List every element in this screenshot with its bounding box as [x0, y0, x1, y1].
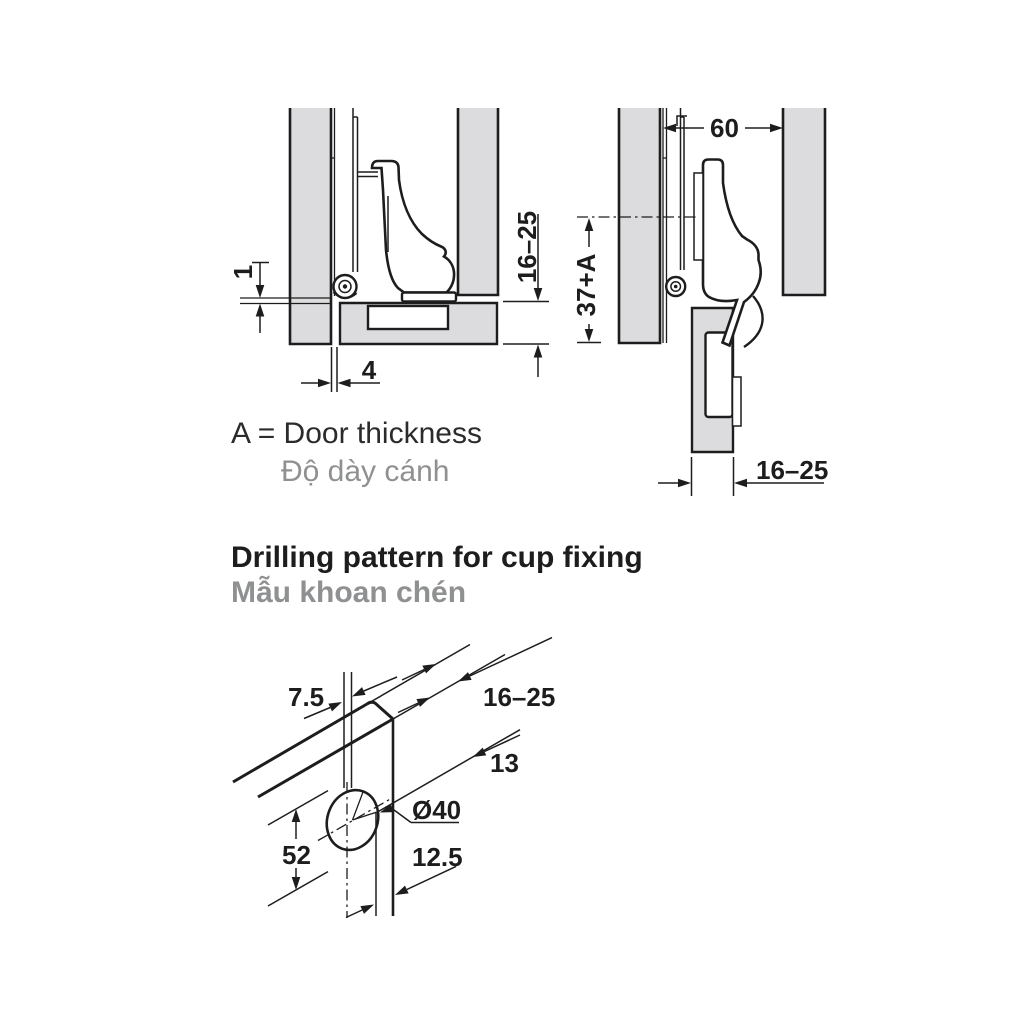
dim-panel-thickness: 16–25 — [503, 211, 549, 377]
hinge-cup-pivot — [665, 275, 687, 298]
gap-lines — [240, 297, 332, 305]
dim-label-gap: 1 — [228, 265, 258, 279]
cup-recess — [366, 304, 450, 331]
hinge-arm — [701, 158, 762, 348]
dim-label-door-thickness: 16–25 — [756, 455, 828, 485]
door-edge-lines — [331, 108, 336, 296]
dim-label-arm-height: 37+A — [571, 253, 601, 316]
dim-label-screw-spacing: 52 — [282, 840, 311, 870]
cup-flange — [731, 376, 742, 427]
hinge-arm — [370, 159, 456, 294]
cabinet-side-panel — [458, 108, 498, 295]
closed-position-view: 1 4 16–25 — [228, 108, 549, 392]
hole-edge-iso-line — [377, 729, 521, 813]
edge-lines — [662, 108, 668, 343]
dim-label-cup-edge-distance: 13 — [490, 748, 519, 778]
dim-label-door-thickness-iso: 16–25 — [483, 682, 555, 712]
cabinet-side-outline — [456, 108, 500, 297]
mounting-plate — [352, 108, 378, 272]
cabinet-front-outline — [781, 108, 827, 297]
dim-reveal-4: 4 — [301, 347, 380, 392]
dim-label-drilling-distance: 60 — [710, 113, 739, 143]
mounting-plate — [676, 108, 687, 270]
hinge-cup-pivot — [332, 273, 358, 300]
dim-label-reveal: 4 — [362, 355, 377, 385]
dim-door-thickness-iso: 16–25 — [401, 636, 555, 712]
cabinet-side-outline — [617, 108, 662, 345]
dim-cup-diameter: Ø40 — [380, 795, 461, 825]
dim-arm-height-37A: 37+A — [571, 216, 697, 344]
dim-gap-1: 1 — [228, 261, 269, 333]
door-thickness-note-en: A = Door thickness — [231, 417, 482, 450]
cabinet-bottom-outline — [338, 301, 499, 346]
dim-drilling-distance-60: 60 — [663, 113, 783, 143]
arm-tail-curve — [743, 295, 764, 348]
dim-label-cup-diameter: Ø40 — [412, 795, 461, 825]
section-heading-vi: Mẫu khoan chén — [231, 576, 467, 609]
dim-cup-center-distance: 12.5 — [345, 842, 463, 919]
dim-label-panel-thickness: 16–25 — [512, 211, 542, 283]
cabinet-front-panel — [783, 108, 825, 295]
open-position-view: 60 37+A 16–25 — [571, 108, 828, 496]
dim-label-cup-center-distance: 12.5 — [412, 842, 463, 872]
dim-screw-spacing: 52 — [267, 789, 329, 907]
door-panel-outline — [288, 108, 333, 346]
hinge-baseplate — [400, 291, 458, 303]
dim-cup-edge-distance: 13 — [397, 697, 521, 778]
cabinet-side-panel — [619, 108, 660, 343]
door-edges — [232, 643, 506, 916]
drilling-pattern-view: 7.5 16–25 13 — [232, 636, 555, 919]
cup-recess — [704, 331, 734, 419]
door-panel — [290, 108, 331, 344]
dim-edge-offset: 7.5 — [288, 676, 398, 720]
door-thickness-note-vi: Độ dày cánh — [281, 455, 450, 488]
section-heading-en: Drilling pattern for cup fixing — [231, 541, 643, 574]
dim-label-edge-offset: 7.5 — [288, 682, 324, 712]
dim-door-thickness: 16–25 — [658, 455, 828, 496]
